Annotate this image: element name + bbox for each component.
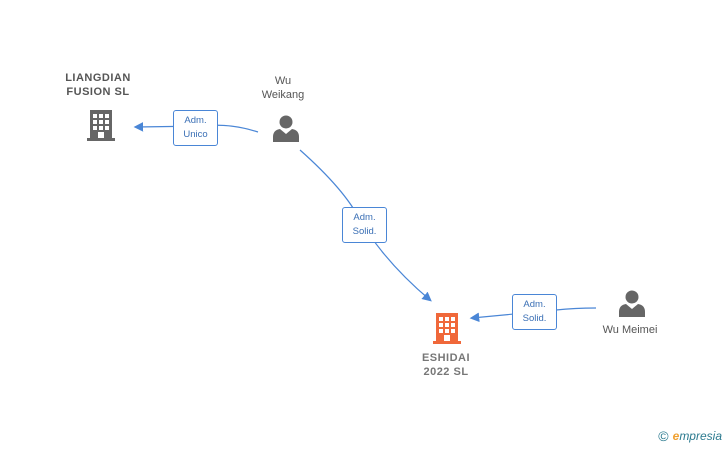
person-name-wu-meimei[interactable]: Wu Meimei <box>602 324 658 336</box>
relation-badge-adm-unico: Adm. Unico <box>173 110 218 146</box>
badge-line2: Unico <box>183 129 208 140</box>
person-icon[interactable] <box>618 289 646 317</box>
footer-watermark: © empresia <box>658 428 722 444</box>
relation-badge-adm-solid-weikang: Adm. Solid. <box>342 207 387 243</box>
brand-logo-text: mpresia <box>679 429 722 443</box>
copyright-symbol: © <box>658 428 669 444</box>
brand-logo-e: e <box>672 429 680 443</box>
brand-logo: empresia <box>673 429 722 443</box>
badge-line2: Solid. <box>352 226 377 237</box>
badge-line1: Adm. <box>184 115 207 126</box>
building-icon[interactable] <box>85 108 117 142</box>
company-name-liangdian[interactable]: LIANGDIAN FUSION SL <box>65 72 131 98</box>
person-icon[interactable] <box>272 114 300 142</box>
badge-line1: Adm. <box>523 299 546 310</box>
badge-line1: Adm. <box>353 212 376 223</box>
building-icon-highlighted[interactable] <box>431 311 463 345</box>
badge-line2: Solid. <box>522 313 547 324</box>
company-name-eshidai[interactable]: ESHIDAI 2022 SL <box>421 352 471 378</box>
person-name-wu-weikang[interactable]: Wu Weikang <box>261 75 305 101</box>
relation-badge-adm-solid-meimei: Adm. Solid. <box>512 294 557 330</box>
